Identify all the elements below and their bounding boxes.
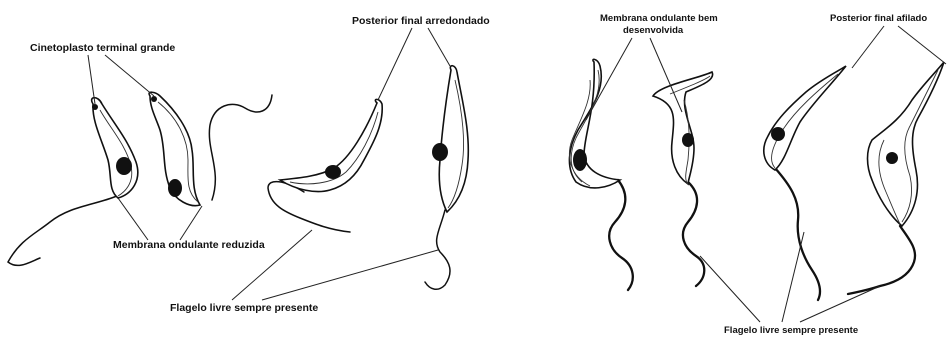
nucleus (682, 133, 694, 147)
label-flagellum-right: Flagelo livre sempre presente (724, 325, 858, 336)
leader-line (88, 55, 95, 104)
label-flagellum-left: Flagelo livre sempre presente (170, 302, 318, 314)
left-panel: Cinetoplasto terminal grande Posterior f… (8, 15, 490, 314)
leader-line (180, 206, 202, 240)
leader-line (118, 198, 148, 240)
right-panel: Membrana ondulante bem desenvolvida Post… (569, 13, 946, 336)
leader-line (428, 28, 450, 66)
leader-line (262, 250, 438, 300)
label-membrane-developed-line2: desenvolvida (623, 25, 684, 36)
kinetoplast (92, 104, 98, 110)
leader-line (105, 55, 154, 96)
label-posterior-rounded: Posterior final arredondado (352, 15, 490, 27)
left-trypanosome-4 (425, 66, 468, 290)
label-kinetoplast: Cinetoplasto terminal grande (30, 42, 175, 54)
leader-line (378, 28, 412, 100)
left-trypanosome-2 (149, 92, 272, 205)
nucleus (168, 179, 182, 197)
label-posterior-tapered: Posterior final afilado (830, 13, 927, 24)
right-trypanosome-2 (653, 72, 713, 286)
leader-line (700, 256, 760, 322)
leader-line (852, 26, 884, 68)
leader-line (898, 26, 946, 64)
nucleus (432, 143, 448, 161)
right-trypanosome-3 (764, 66, 846, 300)
label-membrane-developed-line1: Membrana ondulante bem (600, 13, 718, 24)
nucleus (573, 149, 587, 171)
leader-line (800, 286, 880, 322)
right-trypanosome-4 (848, 62, 944, 294)
nucleus (116, 157, 132, 175)
nucleus (325, 165, 341, 179)
left-trypanosome-3 (268, 99, 382, 232)
leader-line (782, 232, 804, 322)
label-membrane-reduced: Membrana ondulante reduzida (113, 239, 265, 251)
kinetoplast (151, 96, 157, 102)
leader-line (586, 38, 632, 120)
nucleus (886, 152, 898, 164)
nucleus (771, 127, 785, 141)
